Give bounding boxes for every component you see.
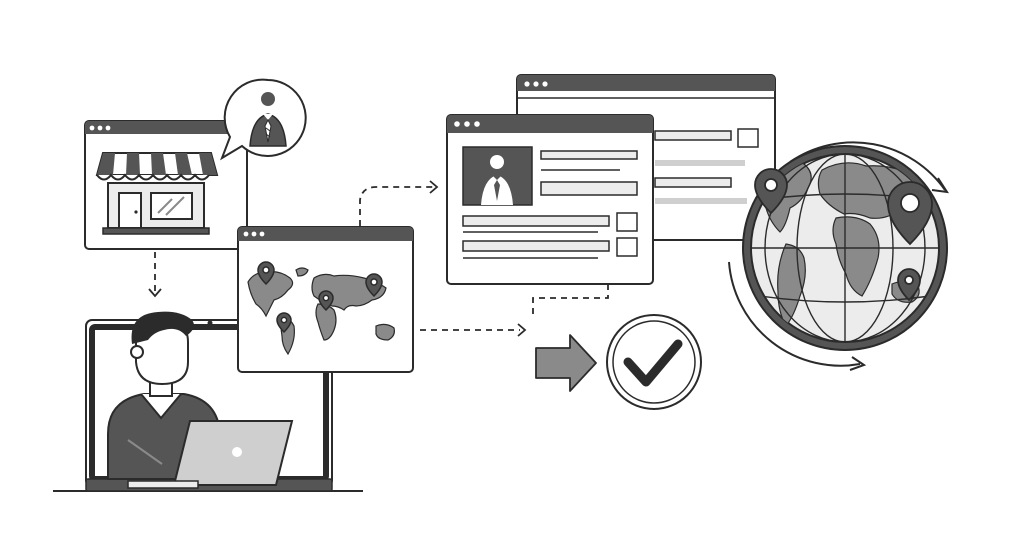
candidate-profile-icon [462, 146, 533, 206]
window-control-dots [454, 121, 480, 127]
dashed-connectors [154, 186, 609, 331]
storefront-window [84, 120, 248, 250]
world-map-icon [247, 267, 395, 356]
window-control-dots [524, 81, 548, 87]
profile-text-lines [462, 150, 638, 259]
globe-icon [728, 141, 950, 371]
window-control-dots [89, 125, 111, 131]
arrow-right-icon [535, 334, 597, 392]
storefront-icon [95, 152, 219, 235]
window-control-dots [243, 231, 265, 237]
candidate-profile-window [446, 114, 654, 285]
location-pin-icon [257, 261, 383, 334]
connector-arrowheads [148, 180, 527, 337]
recruiter-speech-bubble [220, 78, 307, 161]
recruiter-avatar-icon [249, 92, 287, 147]
person-with-laptop-icon [53, 311, 363, 492]
document-lines [654, 128, 759, 204]
checkmark-circle-icon [606, 314, 702, 410]
location-pin-icon [754, 168, 933, 302]
world-map-window [237, 226, 414, 373]
